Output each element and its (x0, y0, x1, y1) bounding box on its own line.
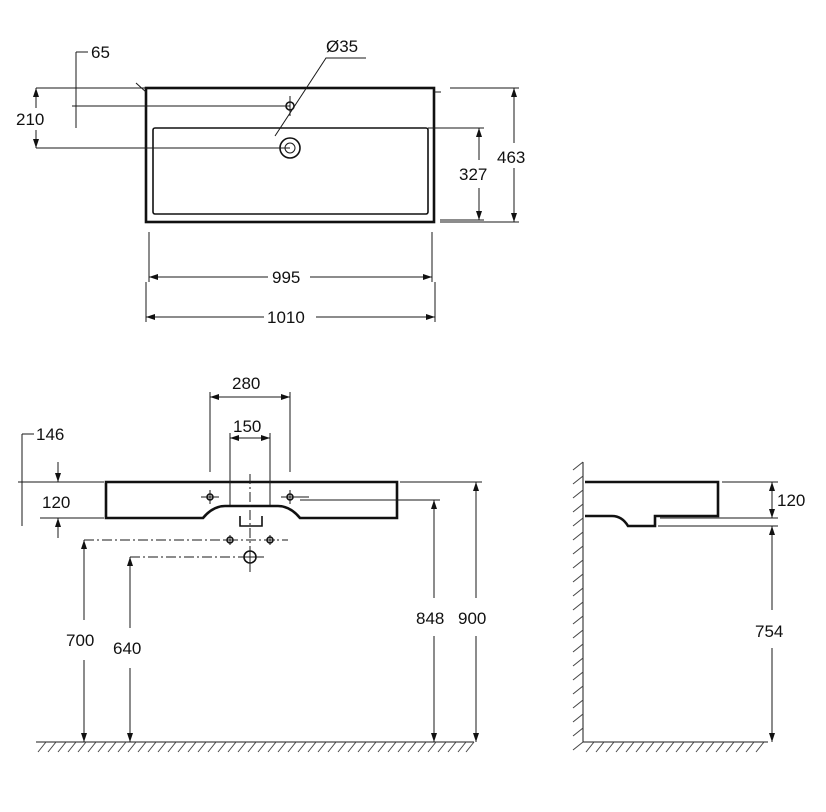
side-view: 120 754 (572, 461, 805, 753)
dim-640: 640 (113, 639, 141, 658)
dim-327: 327 (459, 165, 487, 184)
dim-848: 848 (416, 609, 444, 628)
dim-900: 900 (458, 609, 486, 628)
dim-210: 210 (16, 110, 44, 129)
dim-280: 280 (232, 374, 260, 393)
dim-diameter: Ø35 (326, 37, 358, 56)
dim-120-side: 120 (777, 491, 805, 510)
dim-995: 995 (272, 268, 300, 287)
diameter-leader (274, 57, 366, 137)
floor-hatch-side (583, 741, 768, 753)
dim-754: 754 (755, 622, 783, 641)
dim-463: 463 (497, 148, 525, 167)
top-view: Ø35 65 210 327 463 995 10 (16, 37, 525, 327)
dim-1010: 1010 (267, 308, 305, 327)
dim-700: 700 (66, 631, 94, 650)
front-view: 280 150 146 120 700 640 (18, 374, 486, 753)
dim-120-front: 120 (42, 493, 70, 512)
wall-hatch-side (572, 461, 584, 751)
floor-hatch-front (36, 741, 475, 753)
bowl-outline-top (152, 127, 429, 215)
dim-150: 150 (233, 417, 261, 436)
basin-outline-top (144, 86, 436, 224)
basin-outline-side (585, 480, 720, 528)
dim-146: 146 (36, 425, 64, 444)
basin-outline-front (104, 480, 399, 520)
dim-65: 65 (91, 43, 110, 62)
